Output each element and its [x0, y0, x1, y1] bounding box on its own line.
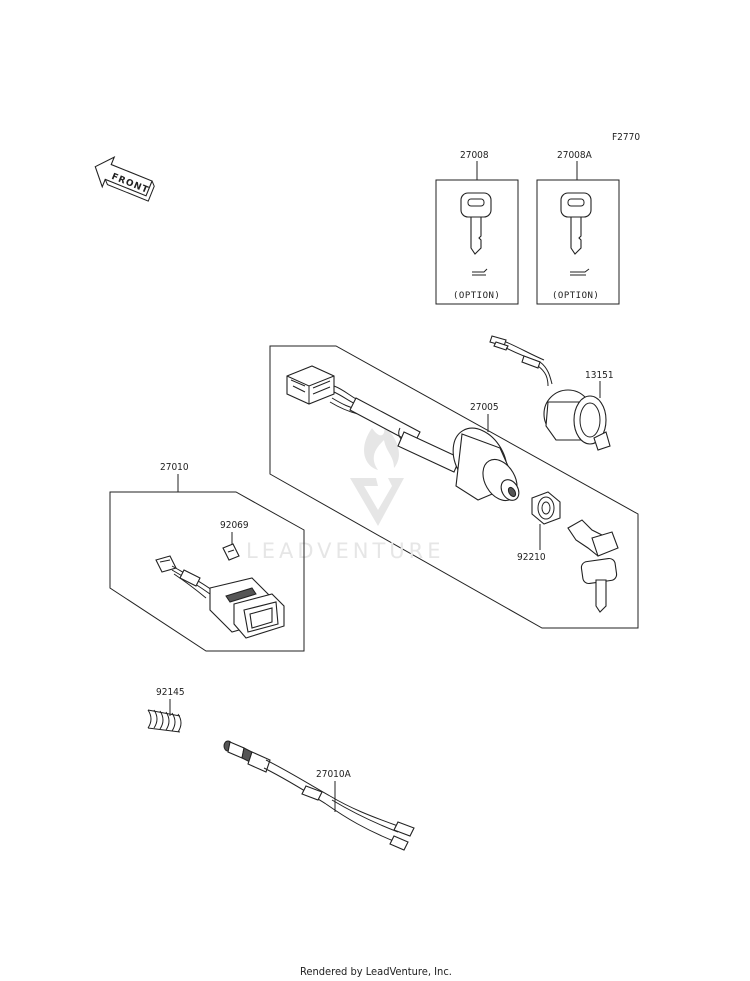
part-27010a-group: 27010A [223, 740, 415, 851]
part-13151-group: 13151 [489, 335, 614, 451]
part-label-27010: 27010 [160, 462, 189, 473]
footer-credit: Rendered by LeadVenture, Inc. [300, 965, 452, 978]
part-label-92145: 92145 [156, 687, 185, 698]
part-label-27005: 27005 [470, 402, 499, 413]
part-label-27008a: 27008A [557, 150, 593, 161]
power-socket-icon [543, 389, 611, 451]
connector-icon [286, 365, 335, 405]
part-92145-group: 92145 [147, 687, 185, 733]
ignition-switch-icon [452, 427, 520, 502]
part-27008a-group: 27008A (OPTION) [536, 150, 620, 305]
part-label-27010a: 27010A [316, 769, 352, 780]
figure-code: F2770 [612, 132, 640, 143]
key-icon [567, 519, 619, 613]
nut-icon [531, 491, 561, 525]
part-27010-group: 27010 92069 [109, 462, 305, 652]
bulb-icon [222, 543, 240, 561]
part-27008-group: 27008 (OPTION) [435, 150, 519, 305]
part-27005-group: LEADVENTURE 27005 92210 [246, 345, 639, 629]
indicator-lamp-icon [223, 740, 271, 773]
option-label-27008a: (OPTION) [552, 291, 599, 301]
rocker-switch-icon [209, 577, 285, 639]
part-label-92069: 92069 [220, 520, 249, 531]
part-label-13151: 13151 [585, 370, 614, 381]
part-label-92210: 92210 [517, 552, 546, 563]
connector-icon [155, 555, 177, 573]
part-label-27008: 27008 [460, 150, 489, 161]
spring-icon [147, 709, 182, 733]
key-icon [460, 192, 492, 255]
watermark-text: LEADVENTURE [246, 539, 445, 563]
key-icon [560, 192, 592, 255]
front-arrow-icon: FRONT [94, 155, 155, 202]
option-label-27008: (OPTION) [453, 291, 500, 301]
leadventure-watermark: LEADVENTURE [246, 426, 445, 563]
